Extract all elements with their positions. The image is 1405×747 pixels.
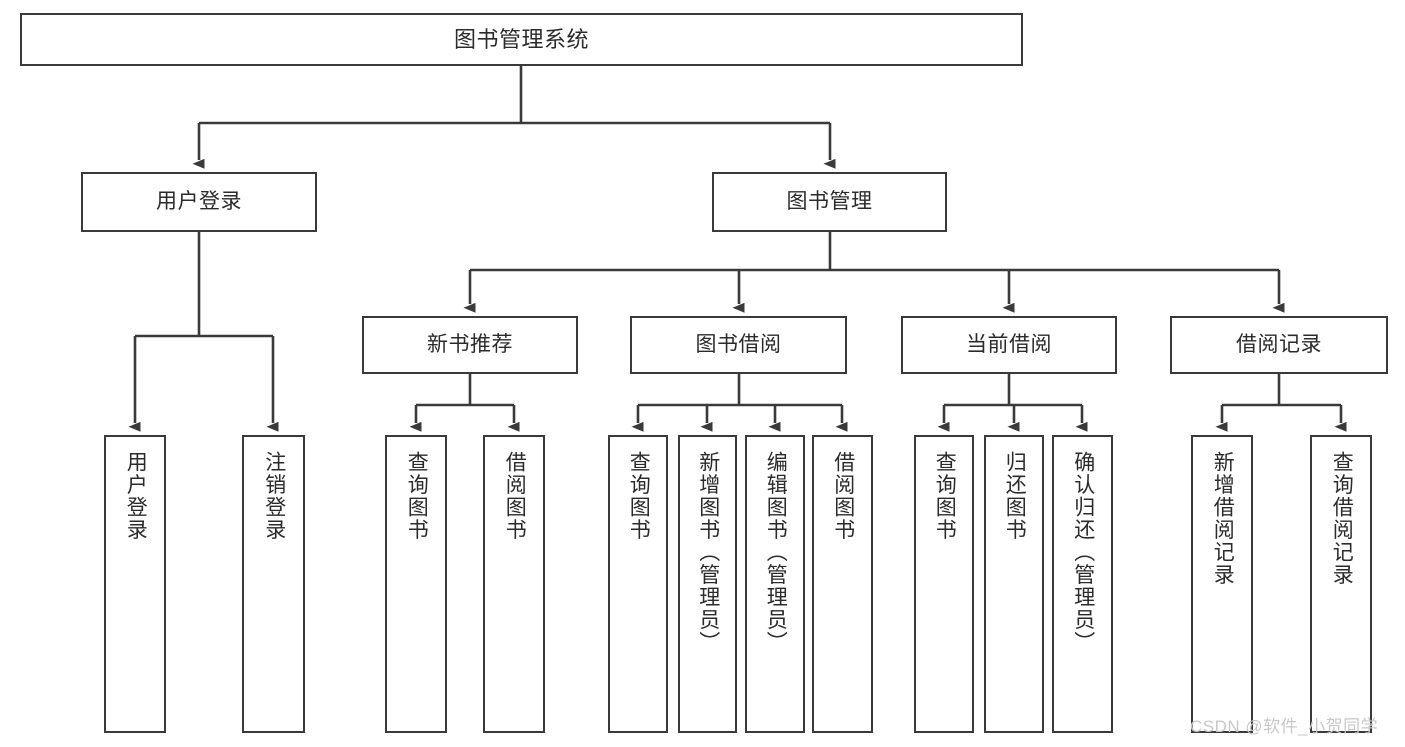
node-leaf-borrow-borrow-book-label: 借阅图书 — [831, 451, 855, 541]
node-leaf-record-add-label: 新增借阅记录 — [1211, 451, 1235, 586]
node-borrow-record[interactable]: 借阅记录 — [1170, 316, 1388, 374]
node-leaf-user-logout[interactable]: 注销登录 — [242, 435, 305, 733]
node-current-borrow[interactable]: 当前借阅 — [901, 316, 1117, 374]
node-leaf-user-login[interactable]: 用户登录 — [104, 435, 166, 733]
node-leaf-record-query-label: 查询借阅记录 — [1330, 451, 1354, 586]
node-leaf-borrow-edit-book[interactable]: 编辑图书（管理员） — [745, 435, 805, 733]
node-book-borrow[interactable]: 图书借阅 — [630, 316, 847, 374]
node-leaf-user-logout-label: 注销登录 — [262, 451, 286, 541]
node-user-login-label: 用户登录 — [156, 189, 242, 213]
node-leaf-rec-query-book-label: 查询图书 — [405, 451, 429, 541]
node-root[interactable]: 图书管理系统 — [20, 13, 1023, 66]
node-leaf-current-query-book[interactable]: 查询图书 — [914, 435, 974, 733]
node-leaf-current-confirm-return-label: 确认归还（管理员） — [1071, 451, 1095, 654]
node-leaf-rec-borrow-book[interactable]: 借阅图书 — [483, 435, 545, 733]
node-leaf-current-return-book-label: 归还图书 — [1003, 451, 1027, 541]
node-leaf-borrow-add-book[interactable]: 新增图书（管理员） — [678, 435, 737, 733]
node-book-borrow-label: 图书借阅 — [695, 332, 782, 356]
node-book-manage-label: 图书管理 — [786, 189, 873, 213]
node-new-book-rec[interactable]: 新书推荐 — [362, 316, 578, 374]
node-leaf-user-login-label: 用户登录 — [124, 451, 148, 541]
node-leaf-rec-borrow-book-label: 借阅图书 — [503, 451, 527, 541]
node-leaf-borrow-query-book[interactable]: 查询图书 — [608, 435, 668, 733]
node-leaf-borrow-edit-book-label: 编辑图书（管理员） — [764, 451, 788, 654]
node-borrow-record-label: 借阅记录 — [1236, 332, 1322, 356]
node-new-book-rec-label: 新书推荐 — [427, 332, 513, 356]
node-book-manage[interactable]: 图书管理 — [712, 172, 947, 232]
node-leaf-record-query[interactable]: 查询借阅记录 — [1310, 435, 1372, 733]
node-leaf-rec-query-book[interactable]: 查询图书 — [385, 435, 447, 733]
csdn-watermark: CSDN @软件_小贺同学 — [1190, 717, 1379, 736]
node-current-borrow-label: 当前借阅 — [966, 332, 1052, 356]
node-leaf-current-confirm-return[interactable]: 确认归还（管理员） — [1052, 435, 1113, 733]
node-leaf-borrow-add-book-label: 新增图书（管理员） — [696, 451, 720, 654]
node-leaf-record-add[interactable]: 新增借阅记录 — [1191, 435, 1253, 733]
node-root-label: 图书管理系统 — [453, 26, 589, 52]
node-leaf-borrow-query-book-label: 查询图书 — [627, 451, 651, 541]
node-user-login[interactable]: 用户登录 — [81, 172, 317, 232]
node-leaf-current-query-book-label: 查询图书 — [933, 451, 957, 541]
node-leaf-current-return-book[interactable]: 归还图书 — [984, 435, 1044, 733]
node-leaf-borrow-borrow-book[interactable]: 借阅图书 — [812, 435, 873, 733]
